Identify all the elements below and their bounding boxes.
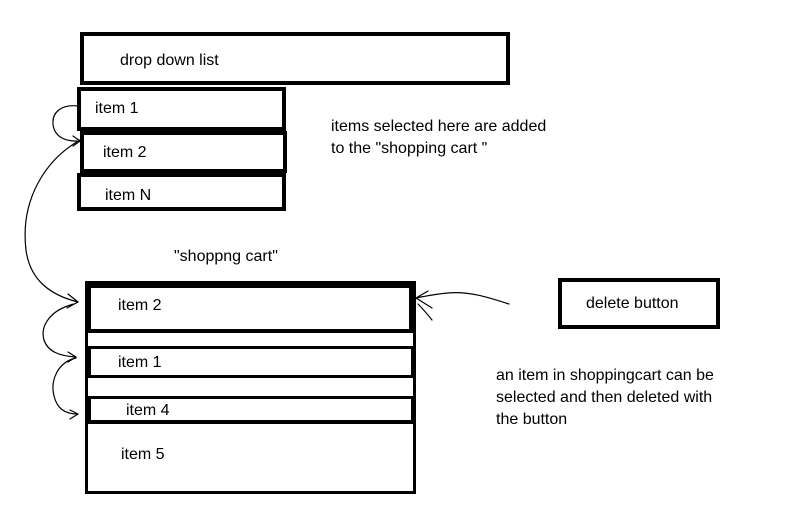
cart-item[interactable]: item 4 (88, 396, 414, 423)
cart-item-label: item 1 (118, 354, 162, 371)
note-delete-explanation: an item in shoppingcart can be selected … (496, 365, 776, 431)
note-line: items selected here are added (331, 118, 547, 135)
note-line: selected and then deleted with (496, 389, 713, 406)
dropdown-item-n[interactable]: item N (77, 173, 286, 211)
delete-arrowhead (415, 290, 433, 309)
cart-item-selected[interactable]: item 2 (87, 284, 413, 333)
shopping-cart-title: "shoppng cart" (174, 248, 278, 265)
cart-item-label: item 2 (118, 297, 162, 314)
cart-item[interactable]: item 1 (88, 346, 414, 378)
delete-arrow-tick (417, 303, 433, 321)
delete-button-label: delete button (586, 295, 679, 312)
dropdown-item-label: item N (105, 187, 152, 204)
note-line: an item in shoppingcart can be (496, 367, 714, 384)
bracket-arrowhead-cart-2 (69, 409, 79, 420)
long-arrowhead (66, 293, 79, 309)
dropdown-item-label: item 2 (103, 144, 147, 161)
dropdown-item-1[interactable]: item 1 (77, 87, 286, 131)
delete-arrow (415, 292, 510, 305)
bracket-arrow-cart-1 (42, 303, 77, 358)
cart-item-label: item 5 (121, 446, 165, 463)
note-line: to the "shopping cart " (331, 140, 488, 157)
bracket-arrowhead-cart-1 (67, 351, 77, 363)
cart-item[interactable]: item 5 (85, 421, 416, 494)
cart-item-label: item 4 (126, 402, 170, 419)
note-line: the button (496, 411, 568, 428)
bracket-arrowhead-top (72, 135, 81, 147)
dropdown-item-label: item 1 (95, 100, 139, 117)
note-items-added: items selected here are added to the "sh… (331, 116, 631, 160)
dropdown-item-2[interactable]: item 2 (80, 131, 287, 173)
dropdown-list[interactable]: drop down list (80, 32, 510, 85)
bracket-arrow-cart-2 (52, 357, 79, 415)
dropdown-list-label: drop down list (120, 52, 219, 69)
long-arrow-to-cart (24, 139, 81, 303)
bracket-arrow-top (52, 105, 81, 142)
delete-button[interactable]: delete button (558, 278, 720, 329)
